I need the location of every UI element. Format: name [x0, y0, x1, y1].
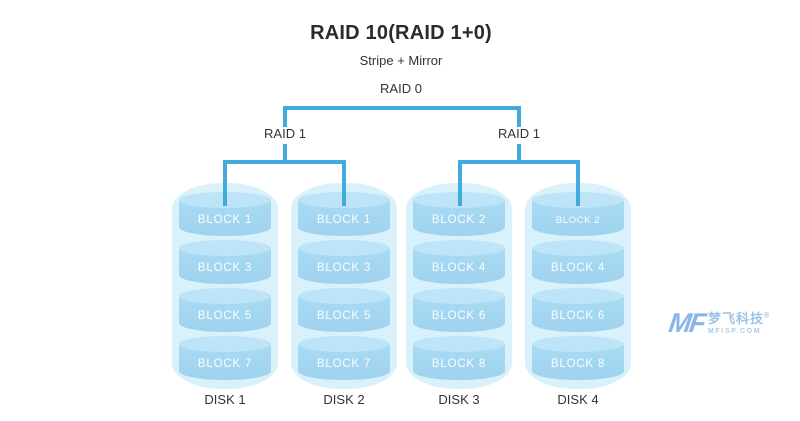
block-label: BLOCK 4: [431, 262, 487, 274]
block: BLOCK 6: [413, 288, 505, 332]
cylinder-top-ellipse: [298, 240, 390, 256]
disk-caption-3: DISK 3: [438, 392, 480, 407]
diagram-subtitle: Stripe + Mirror: [359, 53, 443, 68]
block-label: BLOCK 2: [555, 214, 601, 226]
watermark-brand: 梦飞科技®: [707, 310, 771, 326]
cylinder-top-ellipse: [413, 240, 505, 256]
mf-logo-icon: MF: [666, 308, 707, 338]
disk-cylinder-1: BLOCK 1 BLOCK 3 BLOCK 5 BLOCK 7: [172, 183, 278, 389]
disk-cylinder-4: BLOCK 2 BLOCK 4 BLOCK 6 BLOCK 8: [525, 183, 631, 389]
disk4-drop-connector: [576, 160, 580, 206]
cylinder-top-ellipse: [532, 336, 624, 352]
cylinder-top-ellipse: [298, 336, 390, 352]
mfisp-watermark: MF 梦飞科技® MFISP.COM: [666, 308, 771, 338]
disk2-drop-connector: [342, 160, 346, 206]
raid1-right-node-label: RAID 1: [498, 126, 540, 141]
block: BLOCK 4: [413, 240, 505, 284]
registered-mark-icon: ®: [764, 312, 771, 320]
disk3-drop-connector: [458, 160, 462, 206]
block: BLOCK 8: [413, 336, 505, 380]
cylinder-top-ellipse: [179, 336, 271, 352]
block-label: BLOCK 7: [316, 358, 372, 370]
disk-caption-4: DISK 4: [557, 392, 599, 407]
cylinder-top-ellipse: [179, 240, 271, 256]
watermark-domain: MFISP.COM: [707, 328, 762, 336]
block: BLOCK 7: [298, 336, 390, 380]
raid1-left-stub-connector: [283, 144, 287, 162]
block: BLOCK 2: [413, 192, 505, 236]
block-label: BLOCK 2: [431, 214, 487, 226]
block-label: BLOCK 3: [316, 262, 372, 274]
raid1-left-node-label: RAID 1: [264, 126, 306, 141]
disk-cylinder-2: BLOCK 1 BLOCK 3 BLOCK 5 BLOCK 7: [291, 183, 397, 389]
cylinder-top-ellipse: [413, 336, 505, 352]
disk1-drop-connector: [223, 160, 227, 206]
block: BLOCK 7: [179, 336, 271, 380]
raid0-left-stub-connector: [283, 106, 287, 127]
block: BLOCK 5: [298, 288, 390, 332]
block-label: BLOCK 8: [431, 358, 487, 370]
cylinder-top-ellipse: [532, 288, 624, 304]
block-label: BLOCK 3: [197, 262, 253, 274]
raid0-right-stub-connector: [517, 106, 521, 127]
block-label: BLOCK 4: [550, 262, 606, 274]
raid1-left-bracket-connector: [223, 160, 346, 164]
block: BLOCK 3: [179, 240, 271, 284]
block: BLOCK 4: [532, 240, 624, 284]
disk-caption-2: DISK 2: [323, 392, 365, 407]
cylinder-top-ellipse: [532, 240, 624, 256]
block: BLOCK 8: [532, 336, 624, 380]
raid1-right-bracket-connector: [458, 160, 580, 164]
block-label: BLOCK 1: [197, 214, 253, 226]
raid1-right-stub-connector: [517, 144, 521, 162]
block-label: BLOCK 1: [316, 214, 372, 226]
block: BLOCK 6: [532, 288, 624, 332]
block: BLOCK 3: [298, 240, 390, 284]
disk-cylinder-3: BLOCK 2 BLOCK 4 BLOCK 6 BLOCK 8: [406, 183, 512, 389]
block-label: BLOCK 8: [550, 358, 606, 370]
block-label: BLOCK 6: [431, 310, 487, 322]
raid0-node-label: RAID 0: [380, 81, 422, 96]
block-label: BLOCK 5: [197, 310, 253, 322]
block-label: BLOCK 5: [316, 310, 372, 322]
cylinder-top-ellipse: [298, 288, 390, 304]
cylinder-top-ellipse: [179, 288, 271, 304]
cylinder-top-ellipse: [413, 288, 505, 304]
watermark-brand-text: 梦飞科技: [707, 310, 764, 326]
diagram-title: RAID 10(RAID 1+0): [310, 22, 492, 44]
watermark-text: 梦飞科技® MFISP.COM: [707, 310, 771, 336]
block-label: BLOCK 7: [197, 358, 253, 370]
raid0-horizontal-connector: [283, 106, 521, 110]
block: BLOCK 5: [179, 288, 271, 332]
disk-caption-1: DISK 1: [204, 392, 246, 407]
block-label: BLOCK 6: [550, 310, 606, 322]
